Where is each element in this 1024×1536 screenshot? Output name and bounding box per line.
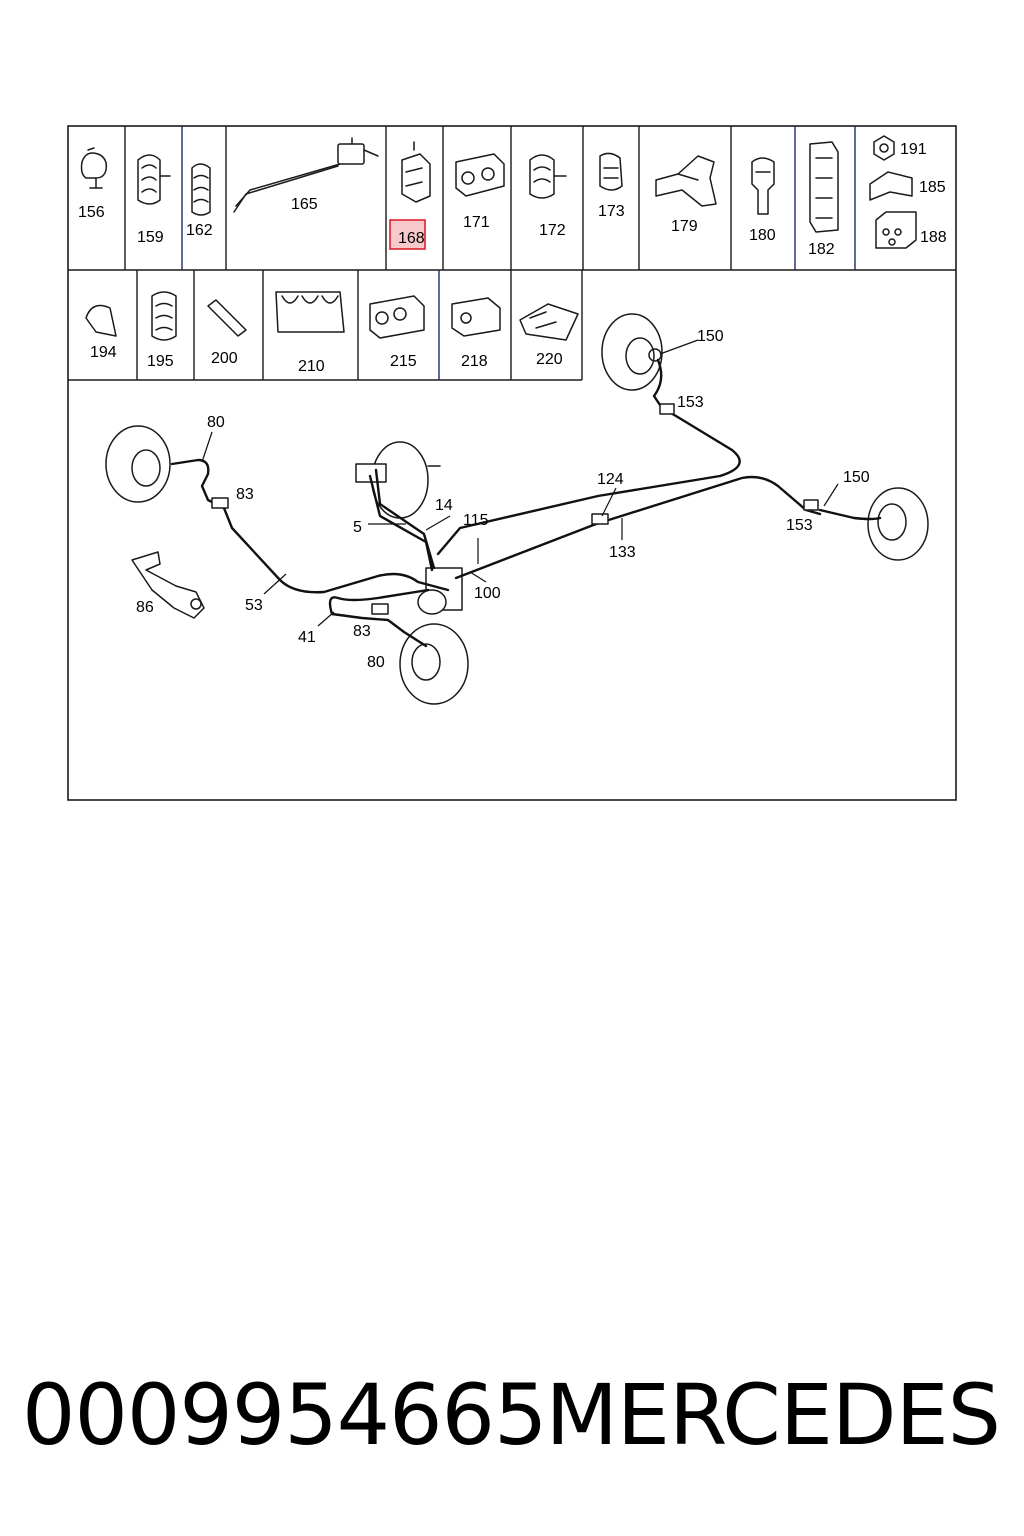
callout-156: 156: [78, 204, 105, 221]
clip-173-icon: [599, 152, 623, 191]
callout-218: 218: [461, 353, 488, 370]
clip-210-icon: [275, 291, 345, 333]
callout-168: 168: [398, 230, 425, 247]
line-165-icon: [233, 137, 379, 213]
clip-159-icon: [137, 154, 171, 205]
callout-150-upper: 150: [697, 328, 724, 345]
clip-215-icon: [369, 295, 425, 339]
callout-83-upper: 83: [236, 486, 254, 503]
callout-185: 185: [919, 179, 946, 196]
bracket-168-icon: [401, 141, 431, 203]
callout-153-lower: 153: [786, 517, 813, 534]
callout-80-lower: 80: [367, 654, 385, 671]
callout-194: 194: [90, 344, 117, 361]
brake-disc-front-lower-icon: [399, 623, 469, 705]
callout-191: 191: [900, 141, 927, 158]
leader-lines: [201, 339, 839, 627]
callout-53: 53: [245, 597, 263, 614]
clip-162-icon: [191, 163, 211, 216]
callout-159: 159: [137, 229, 164, 246]
footer: 0009954665 MERCEDES: [0, 1360, 1024, 1480]
callout-153-upper: 153: [677, 394, 704, 411]
callout-179: 179: [671, 218, 698, 235]
callout-115: 115: [463, 512, 489, 529]
part-number: 0009954665: [22, 1366, 547, 1464]
callout-171: 171: [463, 214, 490, 231]
callout-210: 210: [298, 358, 325, 375]
brake-disc-rear-lower-icon: [867, 487, 929, 561]
brake-lines: [170, 358, 882, 648]
diagram-frame: [67, 125, 957, 801]
sleeve-200-icon: [207, 299, 247, 337]
clip-218-icon: [451, 297, 501, 337]
callout-labels: 156 159 162 165 168 171 172 173 179 180 …: [78, 141, 947, 671]
callout-215: 215: [390, 353, 417, 370]
block-188-icon: [875, 211, 917, 249]
clip-179-icon: [655, 155, 717, 207]
brand-name: MERCEDES: [545, 1366, 1001, 1464]
callout-41: 41: [298, 629, 316, 646]
callout-182: 182: [808, 241, 835, 258]
callout-200: 200: [211, 350, 238, 367]
brake-disc-rear-upper-icon: [601, 313, 663, 391]
callout-124: 124: [597, 471, 624, 488]
callout-80-upper: 80: [207, 414, 225, 431]
highlight-168-box: [389, 219, 426, 250]
callout-5: 5: [353, 519, 362, 536]
brake-disc-front-upper-icon: [105, 425, 171, 503]
clip-156-icon: [80, 147, 108, 189]
parts-grid-row-1: [68, 126, 956, 271]
callout-173: 173: [598, 203, 625, 220]
callout-150-lower: 150: [843, 469, 870, 486]
bracket-86-icon: [131, 551, 205, 619]
clip-185-icon: [869, 171, 913, 201]
callout-195: 195: [147, 353, 174, 370]
callout-220: 220: [536, 351, 563, 368]
clip-171-icon: [455, 153, 505, 197]
brake-line-parts-diagram: 156 159 162 165 168 171 172 173 179 180 …: [67, 125, 957, 801]
nut-191-icon: [873, 135, 895, 161]
callout-165: 165: [291, 196, 318, 213]
callout-172: 172: [539, 222, 566, 239]
callout-83-lower: 83: [353, 623, 371, 640]
callout-162: 162: [186, 222, 213, 239]
callout-133: 133: [609, 544, 636, 561]
callout-86: 86: [136, 599, 154, 616]
callout-14: 14: [435, 497, 453, 514]
callout-188: 188: [920, 229, 947, 246]
clip-172-icon: [529, 154, 567, 199]
hydraulic-unit-icon: [417, 567, 463, 615]
brake-booster-icon: [355, 441, 441, 519]
clip-180-icon: [751, 157, 775, 215]
clip-182-icon: [809, 141, 839, 233]
clip-195-icon: [151, 291, 177, 341]
clip-194-icon: [85, 304, 117, 337]
callout-100: 100: [474, 585, 501, 602]
callout-180: 180: [749, 227, 776, 244]
clip-220-icon: [519, 303, 579, 341]
parts-grid-row-2: [68, 270, 583, 381]
